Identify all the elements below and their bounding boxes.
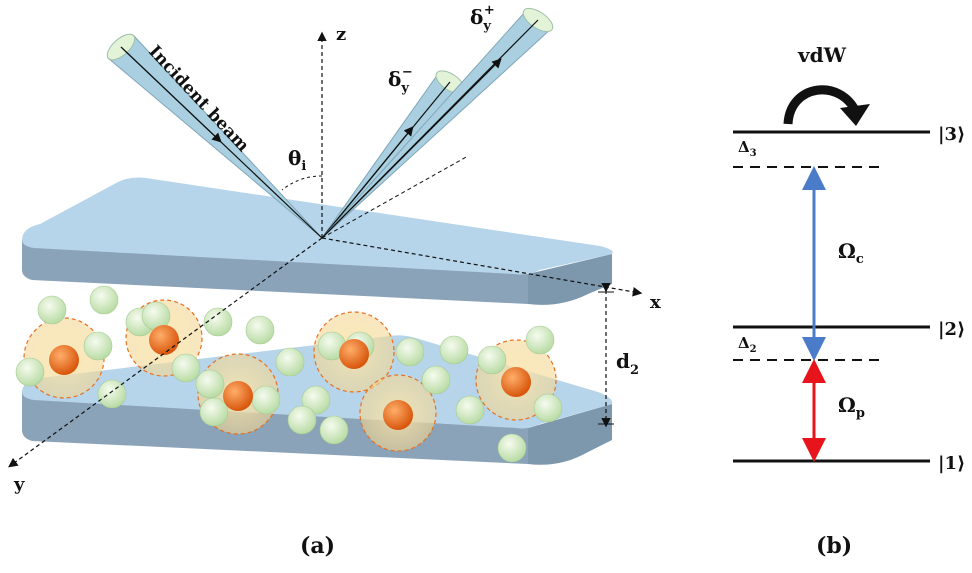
level-2-label: |2⟩ — [938, 319, 965, 340]
reflected-beam-minus — [321, 73, 463, 239]
ground-state-atom — [421, 365, 451, 395]
axis-z-label: z — [336, 24, 346, 45]
level-1-label: |1⟩ — [938, 453, 965, 474]
ground-state-atom — [395, 337, 425, 367]
axis-x-label: x — [650, 292, 661, 313]
level-3-label: |3⟩ — [938, 124, 965, 145]
delta-3-label: Δ3 — [738, 138, 757, 159]
ground-state-atom — [301, 385, 331, 415]
ground-state-atom — [455, 395, 485, 425]
omega-c-label: Ωc — [838, 239, 864, 267]
delta-plus-label: δy+ — [470, 3, 495, 34]
caption-a: (a) — [300, 533, 335, 559]
ground-state-atom — [15, 357, 45, 387]
rydberg-atom — [339, 339, 369, 369]
ground-state-atom — [525, 325, 555, 355]
delta-2-label: Δ2 — [738, 334, 757, 355]
rydberg-atom — [501, 367, 531, 397]
vdw-label: vdW — [797, 43, 847, 67]
top-slab — [22, 177, 613, 305]
ground-state-atom — [89, 285, 119, 315]
ground-state-atom — [497, 433, 527, 463]
ground-state-atom — [287, 405, 317, 435]
ground-state-atom — [37, 295, 67, 325]
atom-cloud — [15, 285, 563, 463]
ground-state-atom — [195, 369, 225, 399]
rydberg-atom — [49, 345, 79, 375]
omega-p-label: Ωp — [838, 393, 865, 421]
coordinate-axes: z x y — [8, 24, 661, 495]
ground-state-atom — [319, 415, 349, 445]
panel-b: vdW |3⟩ |2⟩ |1⟩ Δ3 Δ2 Ωc Ωp (b) — [733, 43, 965, 559]
ground-state-atom — [251, 385, 281, 415]
ground-state-atom — [275, 347, 305, 377]
rydberg-atom — [149, 325, 179, 355]
ground-state-atom — [203, 307, 233, 337]
ground-state-atom — [171, 353, 201, 383]
ground-state-atom — [533, 393, 563, 423]
light-beams — [106, 7, 554, 239]
ground-state-atom — [439, 335, 469, 365]
rydberg-atom — [223, 381, 253, 411]
incidence-angle-arc — [281, 175, 323, 191]
y-axis — [8, 237, 323, 468]
gap-label: d2 — [616, 349, 639, 378]
delta-minus-label: δy− — [388, 65, 413, 96]
caption-b: (b) — [816, 533, 852, 559]
angle-label: θi — [288, 146, 306, 174]
rydberg-atom — [383, 400, 413, 430]
ground-state-atom — [199, 397, 229, 427]
x-axis — [321, 237, 643, 297]
ground-state-atom — [83, 331, 113, 361]
ground-state-atom — [97, 379, 127, 409]
vdw-arrow — [783, 85, 861, 125]
ground-state-atom — [477, 345, 507, 375]
panel-a: z x y θi Incident beam δy− δy+ — [8, 3, 661, 559]
ground-state-atom — [245, 315, 275, 345]
axis-y-label: y — [13, 474, 25, 495]
